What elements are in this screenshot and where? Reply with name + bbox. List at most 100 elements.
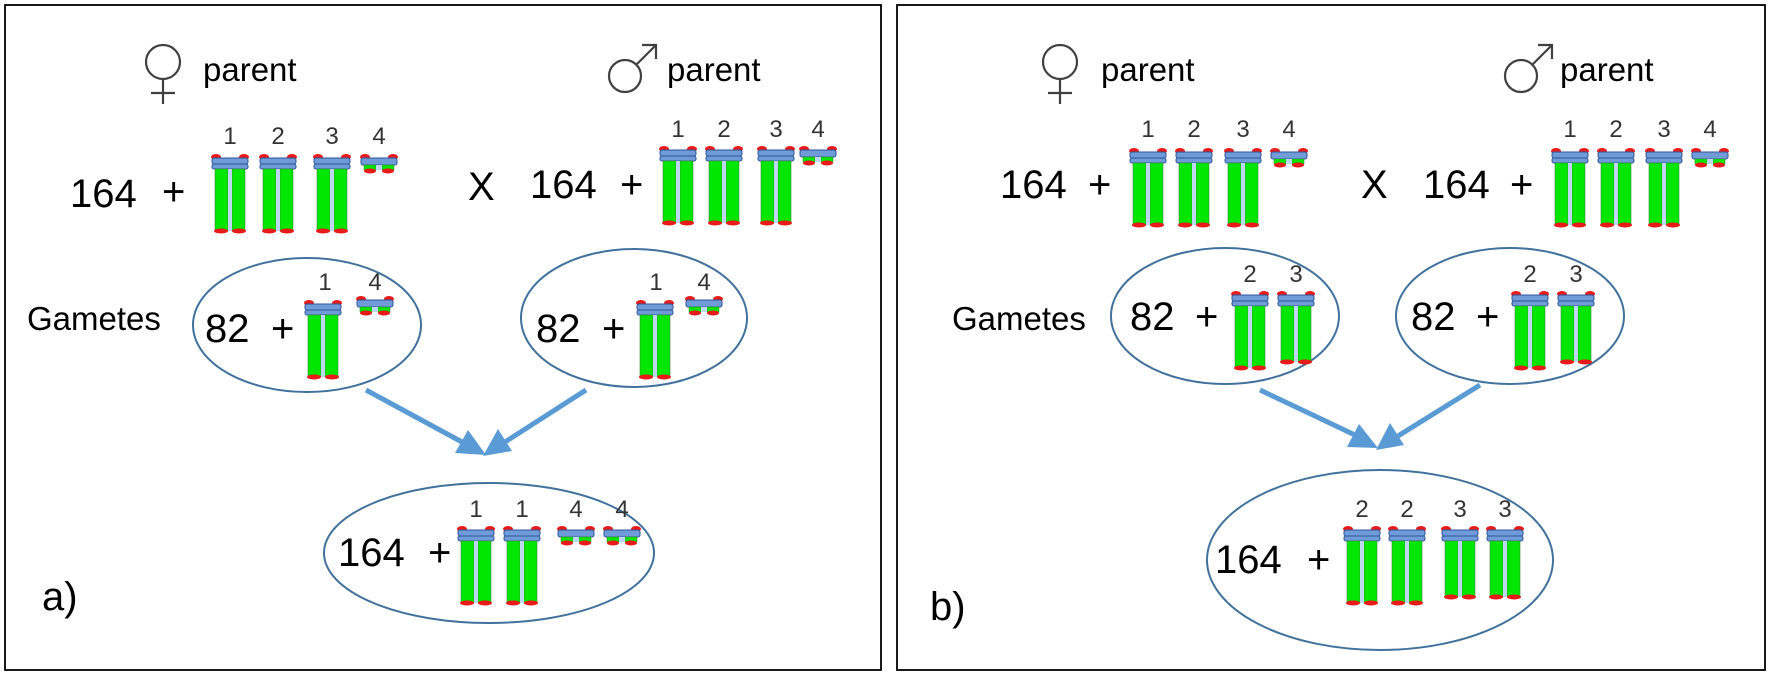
plus-sign: + xyxy=(1476,295,1499,339)
chromosome-icon xyxy=(304,300,342,380)
female-symbol-icon xyxy=(144,43,182,104)
gamete-chromosome-count: 82 xyxy=(1130,295,1175,339)
chromosome-number: 3 xyxy=(1569,261,1582,288)
male-chromosome-count: 164 xyxy=(530,163,597,207)
chromosome-icon xyxy=(457,526,495,606)
plus-sign: + xyxy=(620,163,643,207)
chromosome-number: 1 xyxy=(469,496,482,523)
gamete-chromosome-count: 82 xyxy=(205,307,250,351)
chromosome-number: 3 xyxy=(1657,116,1670,143)
chromosome-icon xyxy=(259,154,297,234)
chromosome-number: 4 xyxy=(569,496,582,523)
chromosome-icon xyxy=(557,526,595,546)
chromosome-number: 2 xyxy=(1609,116,1622,143)
plus-sign: + xyxy=(428,531,451,575)
chromosome-number: 2 xyxy=(1400,496,1413,523)
chromosome-number: 1 xyxy=(223,123,236,150)
chromosome-icon xyxy=(659,146,697,226)
chromosome-icon xyxy=(1486,526,1524,600)
female-parent-label: parent xyxy=(203,51,297,88)
female-parent-label: parent xyxy=(1101,51,1195,88)
chromosome-icon xyxy=(1277,291,1315,365)
plus-sign: + xyxy=(1088,163,1111,207)
chromosome-number: 3 xyxy=(1498,496,1511,523)
chromosome-icon xyxy=(1551,148,1589,228)
offspring-ellipse xyxy=(323,482,655,624)
male-symbol-icon xyxy=(607,43,658,94)
male-gamete-ellipse xyxy=(1395,247,1625,385)
arrow-icon xyxy=(1376,382,1482,450)
chromosome-number: 2 xyxy=(271,123,284,150)
chromosome-icon xyxy=(1441,526,1479,600)
chromosome-number: 4 xyxy=(811,116,824,143)
panel-a: parent parent 164 + 1 2 3 4 X 164 + 1 2 … xyxy=(4,4,882,671)
panel-b: parent parent 164 + 1 2 3 4 X 164 + 1 2 … xyxy=(896,4,1766,671)
female-chromosome-count: 164 xyxy=(1000,163,1067,207)
male-parent-chromosomes: 1 2 3 4 xyxy=(659,116,837,226)
female-parent-chromosomes: 1 2 3 4 xyxy=(1129,116,1308,228)
chromosome-number: 4 xyxy=(368,269,381,296)
chromosome-number: 3 xyxy=(325,123,338,150)
plus-sign: + xyxy=(602,307,625,351)
chromosome-number: 4 xyxy=(697,269,710,296)
male-gamete-ellipse xyxy=(520,248,748,388)
chromosome-icon xyxy=(1175,148,1213,228)
chromosome-icon xyxy=(603,526,641,546)
panel-a-frame xyxy=(4,4,882,671)
gametes-label: Gametes xyxy=(952,300,1086,337)
gametes-label: Gametes xyxy=(27,300,161,337)
chromosome-icon xyxy=(1511,291,1549,371)
panel-b-frame xyxy=(896,4,1766,671)
chromosome-number: 4 xyxy=(1703,116,1716,143)
chromosome-icon xyxy=(1597,148,1635,228)
chromosome-number: 3 xyxy=(1289,261,1302,288)
plus-sign: + xyxy=(1307,538,1330,582)
chromosome-number: 1 xyxy=(318,269,331,296)
male-parent-chromosomes: 1 2 3 4 xyxy=(1551,116,1729,228)
chromosome-number: 2 xyxy=(1355,496,1368,523)
chromosome-number: 3 xyxy=(1236,116,1249,143)
chromosome-icon xyxy=(313,154,351,234)
male-parent-label: parent xyxy=(667,51,761,88)
gamete-chromosome-count: 82 xyxy=(1411,295,1456,339)
chromosome-number: 1 xyxy=(1141,116,1154,143)
chromosome-icon xyxy=(1224,148,1262,228)
chromosome-icon xyxy=(503,526,541,606)
chromosome-number: 3 xyxy=(1453,496,1466,523)
offspring-chromosome-count: 164 xyxy=(338,531,405,575)
arrow-icon xyxy=(1258,387,1378,448)
chromosome-icon xyxy=(705,146,743,226)
female-gamete-ellipse xyxy=(192,257,422,393)
gamete-chromosome-count: 82 xyxy=(536,307,581,351)
female-symbol-icon xyxy=(1041,43,1079,104)
chromosome-number: 2 xyxy=(1187,116,1200,143)
offspring-chromosome-count: 164 xyxy=(1215,538,1282,582)
chromosome-number: 2 xyxy=(1523,261,1536,288)
female-chromosome-count: 164 xyxy=(70,172,137,216)
chromosome-icon xyxy=(360,154,398,174)
plus-sign: + xyxy=(1510,163,1533,207)
plus-sign: + xyxy=(271,307,294,351)
offspring-ellipse xyxy=(1206,469,1554,651)
chromosome-icon xyxy=(1343,526,1381,606)
chromosome-number: 3 xyxy=(769,116,782,143)
chromosome-number: 2 xyxy=(1243,261,1256,288)
chromosome-number: 1 xyxy=(671,116,684,143)
chromosome-number: 2 xyxy=(717,116,730,143)
male-parent-label: parent xyxy=(1560,51,1654,88)
plus-sign: + xyxy=(162,170,185,214)
chromosome-number: 4 xyxy=(615,496,628,523)
chromosome-icon xyxy=(757,146,795,226)
cross-symbol: X xyxy=(1361,163,1388,207)
chromosome-icon xyxy=(799,146,837,166)
chromosome-icon xyxy=(1691,148,1729,168)
chromosome-icon xyxy=(356,296,394,316)
chromosome-number: 1 xyxy=(515,496,528,523)
chromosome-icon xyxy=(1645,148,1683,228)
chromosome-number: 4 xyxy=(1282,116,1295,143)
arrow-icon xyxy=(483,387,588,456)
chromosome-icon xyxy=(1557,291,1595,365)
panel-label: b) xyxy=(930,585,966,629)
chromosome-number: 1 xyxy=(649,269,662,296)
